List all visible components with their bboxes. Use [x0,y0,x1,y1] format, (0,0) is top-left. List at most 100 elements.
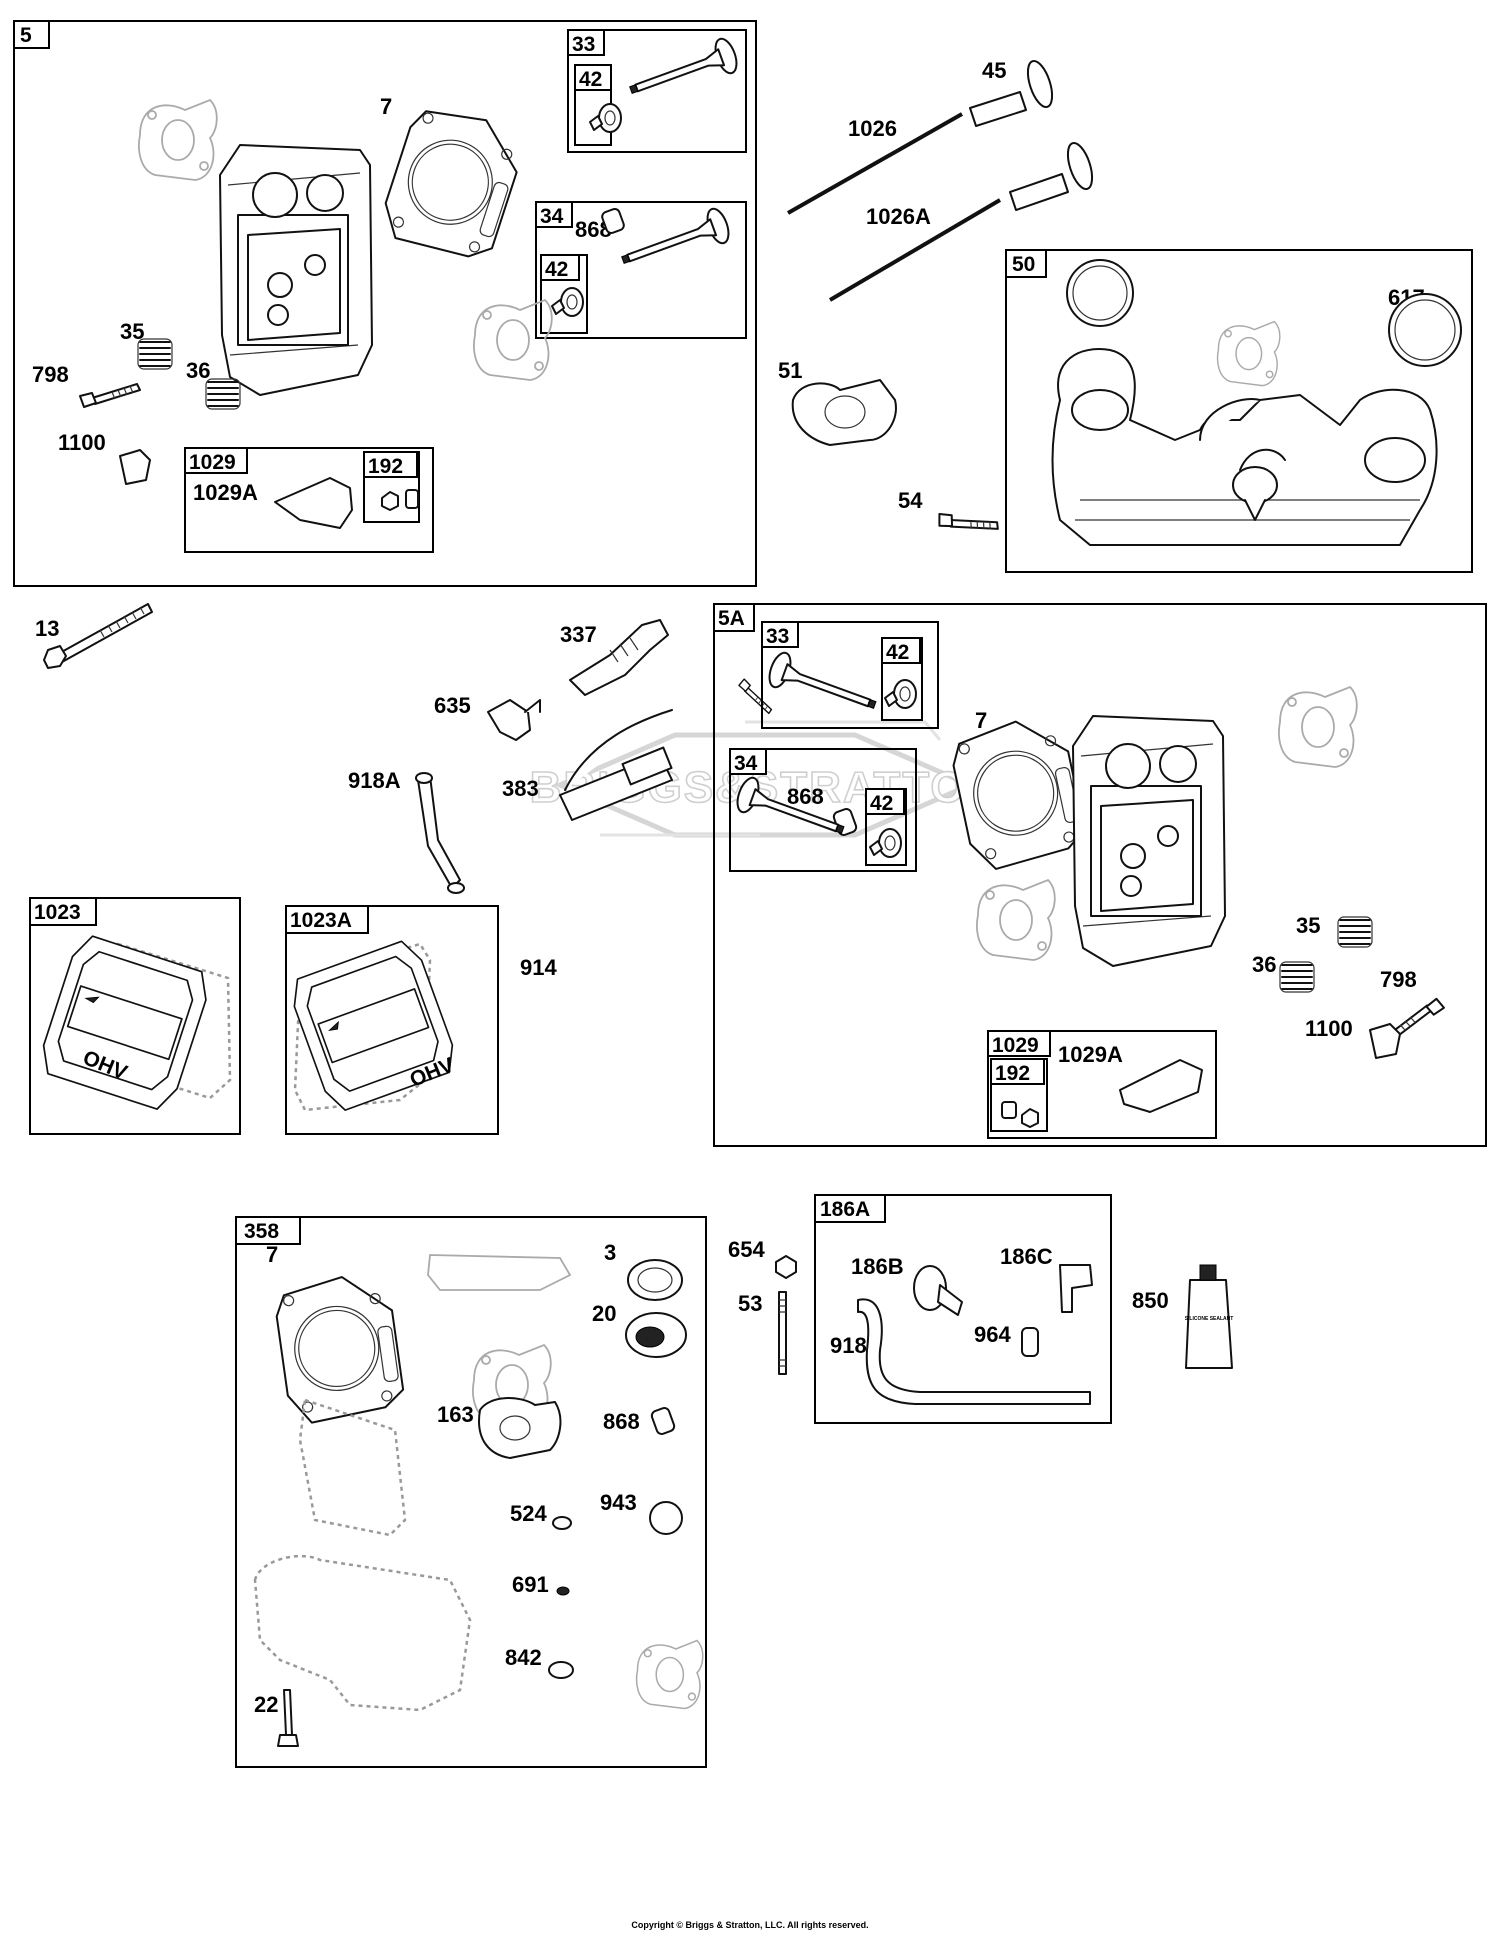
section-1023A-frame [285,905,499,1135]
cylinder-head-icon [1072,715,1226,967]
section-1023A: 1023A OHV [285,905,499,1135]
part-label-850: 850 [1132,1288,1169,1313]
group-1029-frame [184,447,434,553]
set-screw-icon [1001,1101,1017,1119]
nut-icon [1021,1108,1039,1128]
part-label-20: 20 [592,1301,616,1326]
part-label-635: 635 [434,693,471,718]
push-rod-guide-icon [1369,1023,1401,1059]
screw-icon [736,674,774,721]
breather-hose-icon [857,1298,1091,1405]
tappet-icon [1009,173,1069,211]
group-tag-42: 42 [579,68,602,91]
section-5: 5 33 42 34 868 42 7 35 798 36 1100 [13,20,757,587]
valve-cover-icon [285,936,462,1116]
section-5-frame [13,20,757,587]
group-tag-358: 358 [244,1220,279,1243]
o-ring-icon [1066,259,1134,327]
valve-seal-icon [650,1407,676,1435]
part-label-868: 868 [787,784,824,809]
group-1029-frame [987,1030,1217,1139]
o-ring-icon [1388,293,1462,367]
valve-spring-icon [1337,916,1373,948]
part-label-22: 22 [254,1692,278,1717]
part-label-943: 943 [600,1490,637,1515]
carb-gasket-icon [478,1397,562,1459]
section-50: 50 617 [1005,249,1473,573]
push-rod-guide-icon [119,449,151,485]
intake-gasket-icon [1216,320,1281,387]
part-label-186B: 186B [851,1254,904,1279]
nut-icon [775,1255,797,1279]
group-tag-42: 42 [886,641,909,664]
ignition-area: 13 337 635 918A 383 914 [35,603,774,980]
o-ring-icon [649,1501,683,1535]
part-label-36: 36 [186,358,210,383]
part-label-918A: 918A [348,768,401,793]
section-5A: 5A 33 42 34 868 42 7 35 36 798 1100 [713,603,1487,1147]
part-label-691: 691 [512,1572,549,1597]
head-gasket-icon [946,711,1090,875]
cylinder-head-icon [219,144,373,396]
intake-gasket-icon [138,99,218,181]
valve-keeper-icon [869,828,902,858]
head-bolt-icon [57,603,153,663]
intake-valve-icon [764,649,883,723]
sealant-tube-label: SILICONE SEALANT [1185,1316,1234,1322]
group-tag-50: 50 [1012,253,1035,276]
part-label-54: 54 [898,488,923,513]
group-tag-5A: 5A [718,607,745,630]
section-1023-frame [29,897,241,1135]
section-358: 358 7 3 20 163 868 524 943 691 842 22 [235,1216,707,1768]
nut-icon [381,491,399,511]
part-label-842: 842 [505,1645,542,1670]
part-label-1029A: 1029A [193,480,258,505]
intake-gasket-icon [1278,686,1358,768]
breather-area: 654 53 [728,1237,797,1375]
part-label-383: 383 [502,776,539,801]
part-label-1026: 1026 [848,116,897,141]
copyright-notice: Copyright © Briggs & Stratton, LLC. All … [631,1920,869,1930]
fitting-icon [1059,1264,1093,1313]
part-label-1100: 1100 [58,430,106,455]
part-label-798: 798 [1380,967,1417,992]
exhaust-valve-icon [615,205,734,279]
group-33-frame [761,621,939,729]
part-label-654: 654 [728,1237,765,1262]
gasket-icon [427,1254,572,1291]
part-label-13: 13 [35,616,59,641]
part-label-7: 7 [975,708,987,733]
part-label-7: 7 [380,94,392,119]
section-50-frame [1005,249,1473,573]
o-ring-icon [556,1586,570,1596]
group-tag-192: 192 [995,1062,1030,1085]
intake-gasket-icon [791,379,897,446]
head-gasket-icon [271,1269,407,1427]
group-tag-192: 192 [368,455,403,478]
group-tag-5: 5 [20,24,32,47]
valve-keeper-icon [589,103,622,133]
group-tag-1029: 1029 [189,451,236,474]
part-label-1026A: 1026A [866,204,931,229]
o-ring-icon [548,1661,574,1679]
sealant-area: 850 SILICONE SEALANT [1132,1264,1234,1369]
part-label-163: 163 [437,1402,474,1427]
section-5A-frame [713,603,1487,1147]
valve-spring-icon [205,378,241,410]
plug-icon [1021,1327,1039,1357]
stud-icon [778,1291,787,1375]
part-label-914: 914 [520,955,557,980]
section-186A: 186A 186B 186C 964 918 [814,1194,1112,1424]
part-label-35: 35 [1296,913,1320,938]
part-label-3: 3 [604,1240,616,1265]
valve-keeper-icon [884,679,917,709]
pushrods-area: 45 1026 1026A 51 54 [778,58,1094,546]
crankcase-gasket-icon [253,1554,472,1712]
o-ring-icon [552,1516,572,1530]
rocker-arm-icon [274,477,353,529]
group-tag-42: 42 [870,792,893,815]
part-label-51: 51 [778,358,802,383]
push-rod-icon [828,198,1002,302]
valve-spring-icon [1279,961,1315,993]
